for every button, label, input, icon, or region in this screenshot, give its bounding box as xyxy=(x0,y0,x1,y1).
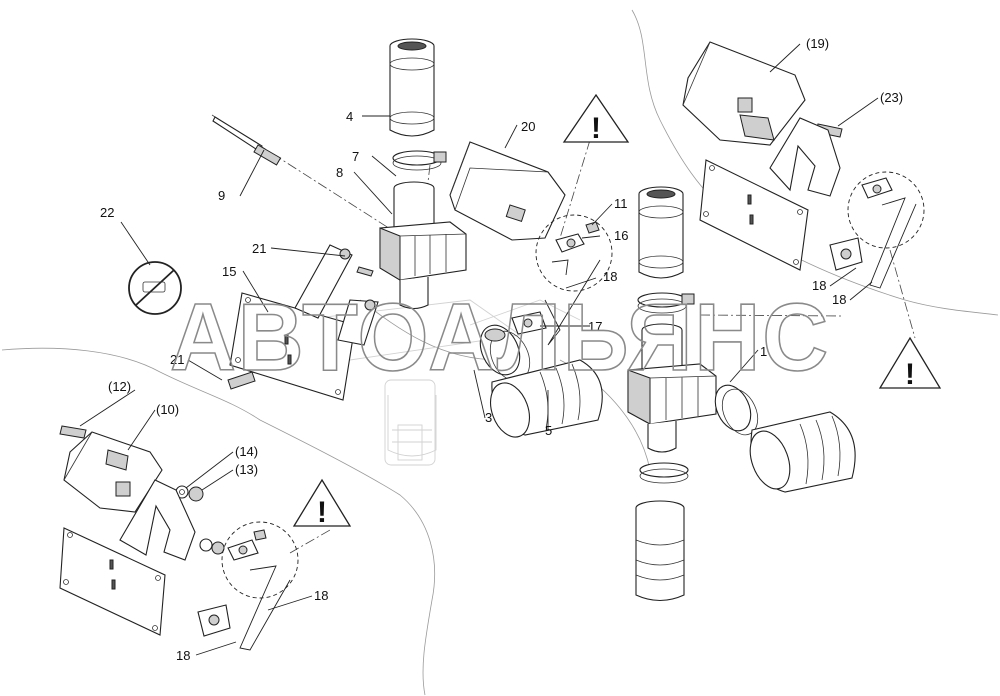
label-18-bottom-right: 18 xyxy=(314,588,328,603)
part-10-cover xyxy=(63,431,163,513)
background-region-left xyxy=(1,347,435,696)
hose-right xyxy=(749,411,856,493)
label-7: 7 xyxy=(352,149,359,164)
lower-sleeve-right xyxy=(635,500,685,602)
part-labels: 4 7 8 9 20 22 21 15 21 3 5 17 18 16 11 1… xyxy=(100,36,903,663)
label-17: 17 xyxy=(588,319,602,334)
label-15: 15 xyxy=(222,264,236,279)
label-18-right-2: 18 xyxy=(832,292,846,307)
warning-glyph: ! xyxy=(317,496,327,529)
bracket-right xyxy=(769,117,841,197)
washer-pair-bottom xyxy=(199,538,225,555)
part-21-bolt xyxy=(227,371,256,390)
part-21-bracket xyxy=(294,244,379,346)
detail-circle-bottom xyxy=(197,521,299,651)
label-16: 16 xyxy=(614,228,628,243)
label-18-bottom-left: 18 xyxy=(176,648,190,663)
warning-glyph: ! xyxy=(905,358,915,391)
part-13-nut xyxy=(188,486,204,502)
warning-glyph: ! xyxy=(591,112,601,145)
label-21-upper: 21 xyxy=(252,241,266,256)
watermark: АВТОАЛЬЯНС xyxy=(170,284,830,391)
label-23: (23) xyxy=(880,90,903,105)
label-11: 11 xyxy=(614,196,628,211)
label-4: 4 xyxy=(346,109,353,124)
part-12-bolt xyxy=(59,425,87,439)
warning-sign-right: ! xyxy=(878,336,942,391)
clamp-right-lower xyxy=(639,462,689,484)
leader-lines xyxy=(79,43,879,656)
clamp-right-upper xyxy=(637,292,695,314)
part-4-sleeve xyxy=(389,38,435,137)
label-8: 8 xyxy=(336,165,343,180)
part-22-sign xyxy=(128,261,182,315)
label-13: (13) xyxy=(235,462,258,477)
elbow-right xyxy=(714,384,759,436)
label-20: 20 xyxy=(521,119,535,134)
plate-bottom-left xyxy=(59,527,166,636)
part-7-clamp xyxy=(392,150,447,171)
detail-circle-right xyxy=(829,171,925,289)
upper-sleeve-right xyxy=(638,186,684,279)
label-5: 5 xyxy=(545,423,552,438)
label-18-center: 18 xyxy=(603,269,617,284)
label-12: (12) xyxy=(108,379,131,394)
bracket-bottom-left xyxy=(119,479,196,561)
label-3: 3 xyxy=(485,410,492,425)
warning-sign-top: ! xyxy=(562,93,630,145)
part-19-cover xyxy=(682,41,806,146)
label-10: (10) xyxy=(156,402,179,417)
part-14-washer xyxy=(175,485,189,499)
warning-sign-bottom-left: ! xyxy=(292,478,352,529)
detail-circle-center xyxy=(535,214,613,346)
part-9-rod xyxy=(212,116,282,166)
part-17-clip xyxy=(511,311,547,335)
lower-sleeve-left xyxy=(387,395,437,457)
label-19: (19) xyxy=(806,36,829,51)
label-18-right-1: 18 xyxy=(812,278,826,293)
part-8-housing xyxy=(379,181,467,310)
label-1: 1 xyxy=(760,344,767,359)
part-5-hose xyxy=(490,359,603,438)
part-1-housing-right xyxy=(627,323,717,453)
label-22: 22 xyxy=(100,205,114,220)
part-20-cover xyxy=(449,141,566,241)
label-21-lower: 21 xyxy=(170,352,184,367)
plate-right xyxy=(699,159,809,271)
label-14: (14) xyxy=(235,444,258,459)
part-3-elbow xyxy=(479,324,531,382)
label-9: 9 xyxy=(218,188,225,203)
